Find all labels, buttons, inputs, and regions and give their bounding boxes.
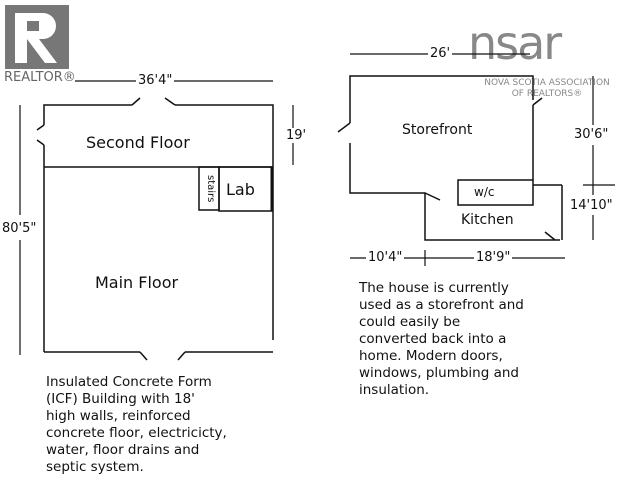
right-dimension-lines xyxy=(350,53,615,266)
storefront-dimension: 30'6" xyxy=(572,127,611,142)
room-kitchen: Kitchen xyxy=(461,212,514,228)
right-width-dimension: 26' xyxy=(428,46,453,61)
realtor-wordmark: REALTOR® xyxy=(4,70,76,85)
left-dimension-lines xyxy=(19,80,294,355)
left-height-dimension: 80'5" xyxy=(0,221,39,236)
left-width-dimension: 36'4" xyxy=(136,73,175,88)
second-floor-dimension: 19' xyxy=(284,128,309,143)
kitchen-dimension: 14'10" xyxy=(568,198,615,213)
realtor-logo xyxy=(5,5,69,69)
right-description: The house is currently used as a storefr… xyxy=(359,280,524,398)
realtor-r-icon xyxy=(15,13,57,63)
bottom-left-dimension: 10'4" xyxy=(366,250,405,265)
room-main-floor: Main Floor xyxy=(95,273,179,292)
room-lab: Lab xyxy=(226,180,255,199)
nsar-logo: nsar xyxy=(468,16,562,70)
room-storefront: Storefront xyxy=(402,122,473,138)
left-building-walls xyxy=(36,97,274,361)
nsar-tagline: NOVA SCOTIA ASSOCIATION OF REALTORS® xyxy=(484,78,610,99)
room-wc: w/c xyxy=(474,185,495,199)
bottom-right-dimension: 18'9" xyxy=(474,250,513,265)
room-stairs: stairs xyxy=(205,175,216,203)
room-second-floor: Second Floor xyxy=(86,133,190,152)
right-building-walls xyxy=(337,75,563,241)
left-description: Insulated Concrete Form (ICF) Building w… xyxy=(46,374,227,475)
